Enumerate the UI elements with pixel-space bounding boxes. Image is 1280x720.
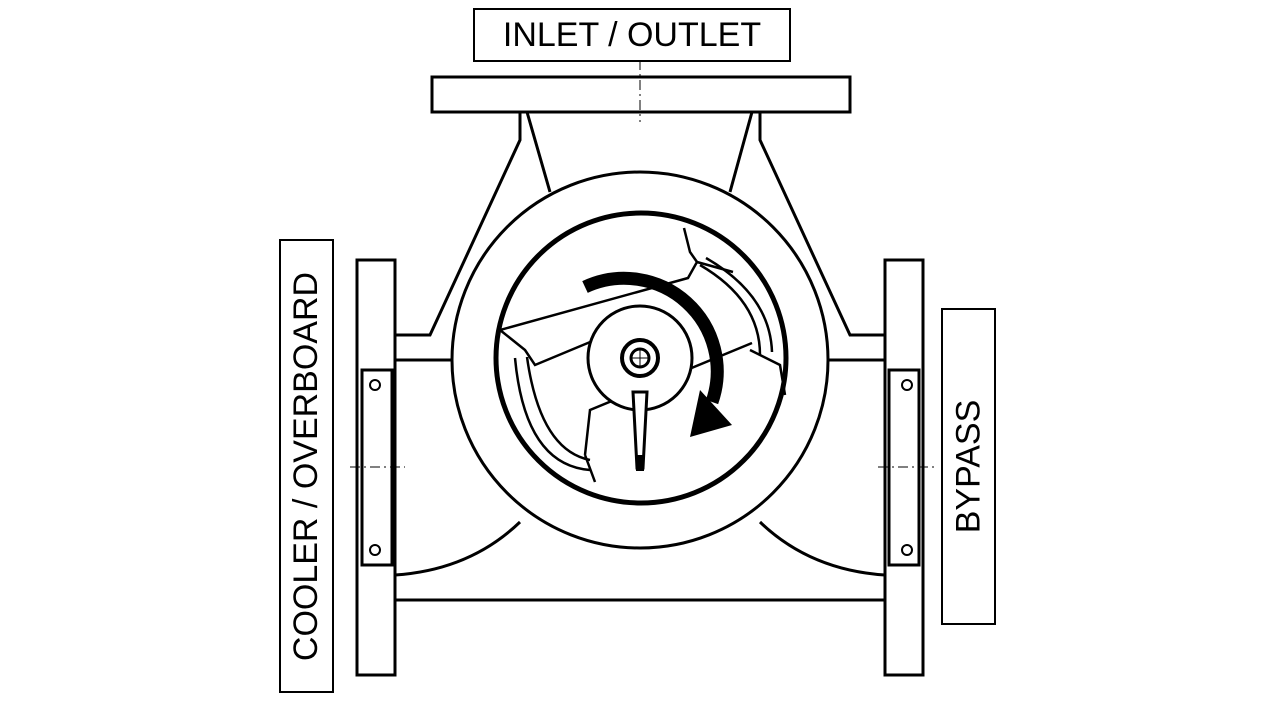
rotor-arcs — [699, 256, 774, 356]
body-outline-lower — [394, 520, 886, 602]
shaft-ring — [620, 338, 660, 378]
rotor-plug — [497, 227, 787, 483]
rotation-arrow-icon — [582, 271, 724, 405]
body-outline-upper — [395, 112, 885, 362]
centerlines — [350, 60, 935, 480]
label-inlet-outlet-text: INLET / OUTLET — [502, 15, 762, 54]
label-bypass: BYPASS — [941, 308, 996, 625]
label-cooler-overboard: COOLER / OVERBOARD — [279, 239, 334, 693]
label-inlet-outlet: INLET / OUTLET — [473, 8, 791, 62]
top-flange — [430, 75, 852, 114]
label-cooler-overboard-text: COOLER / OVERBOARD — [287, 271, 326, 661]
valve-bore-circle — [493, 210, 789, 506]
neck — [525, 111, 754, 193]
label-bypass-text: BYPASS — [949, 399, 988, 534]
